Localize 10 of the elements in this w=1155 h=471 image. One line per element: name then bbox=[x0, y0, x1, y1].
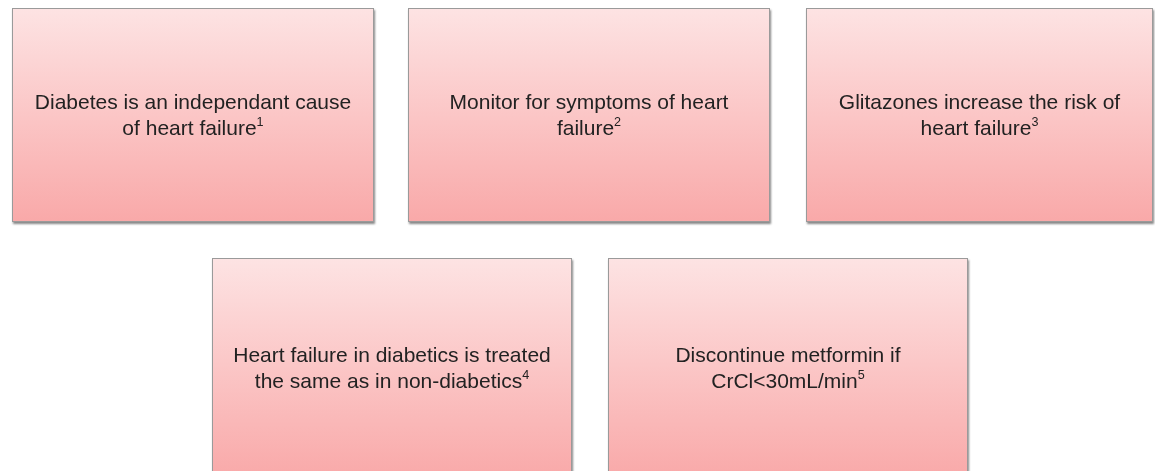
process-box bbox=[12, 8, 374, 222]
box-text: Diabetes is an independant cause of heart failure$^{1}$ bbox=[33, 88, 353, 141]
box-text: Monitor for symptoms of heart failure$^{2}$ bbox=[448, 88, 730, 141]
process-box bbox=[408, 8, 770, 222]
process-box bbox=[608, 258, 968, 471]
process-box bbox=[806, 8, 1153, 222]
box-text: Heart failure in diabetics is treated the same as in non-diabetics$^{4}$ bbox=[232, 341, 552, 394]
box-text: Discontinue metformin if CrCl<30mL/min$^{5}$ bbox=[674, 341, 902, 394]
box-text: Glitazones increase the risk of heart failure$^{3}$ bbox=[837, 88, 1122, 141]
process-box bbox=[212, 258, 572, 471]
